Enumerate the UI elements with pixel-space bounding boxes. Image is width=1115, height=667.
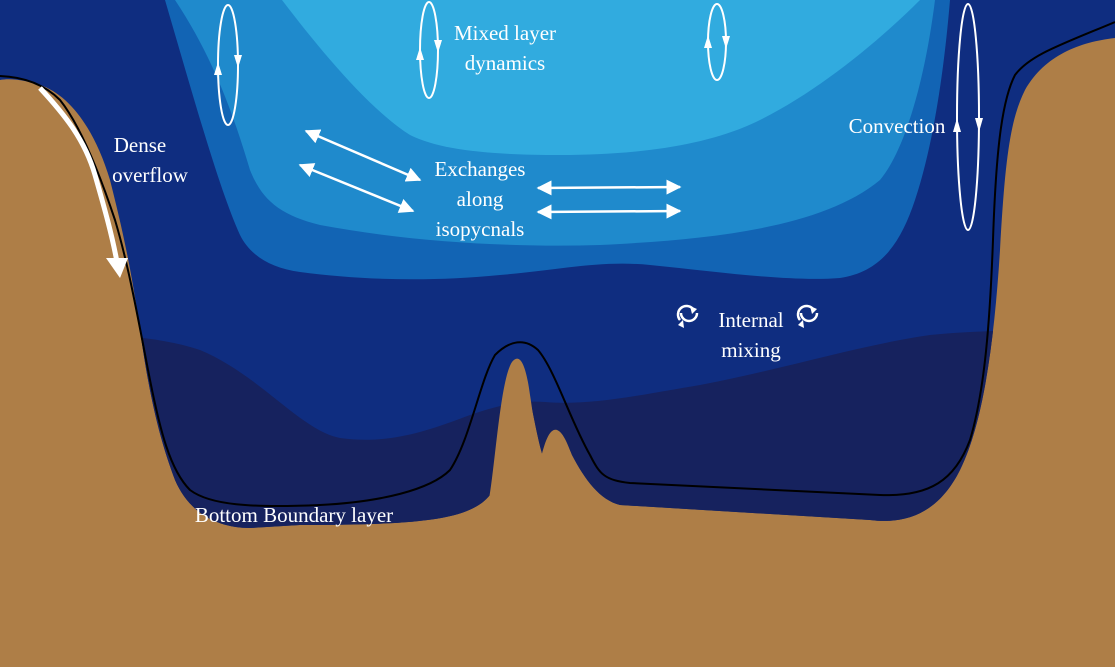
internal-mixing-label-line1: Internal — [718, 308, 783, 332]
seamount-ridge — [488, 358, 600, 505]
mixed-layer-loop-arrow-3 — [704, 3, 730, 81]
dense-overflow-label-line2: overflow — [112, 163, 189, 187]
dense-overflow-arrow — [38, 86, 128, 278]
exchanges-label-line1: Exchanges — [435, 157, 526, 181]
mixing-swirl-icon-right — [796, 304, 819, 328]
internal-mixing-label-line2: mixing — [721, 338, 781, 362]
dense-overflow-label-line1: Dense — [114, 133, 166, 157]
isopycnal-exchange-arrows — [298, 129, 682, 220]
exchanges-label-line3: isopycnals — [436, 217, 525, 241]
bottom-boundary-layer-label: Bottom Boundary layer — [195, 503, 393, 527]
mixed-layer-label-line1: Mixed layer — [454, 21, 556, 45]
convection-label: Convection — [849, 114, 946, 138]
mixing-swirl-icon-left — [676, 304, 699, 328]
basin-outline — [0, 21, 1115, 508]
exchanges-label-line2: along — [457, 187, 504, 211]
mixed-layer-loop-arrow-1 — [214, 4, 242, 126]
mixed-layer-loop-arrow-2 — [416, 1, 442, 99]
mixed-layer-label-line2: dynamics — [465, 51, 545, 75]
convection-loop-arrow — [953, 3, 983, 231]
surface-mixed-layer — [282, 0, 920, 155]
